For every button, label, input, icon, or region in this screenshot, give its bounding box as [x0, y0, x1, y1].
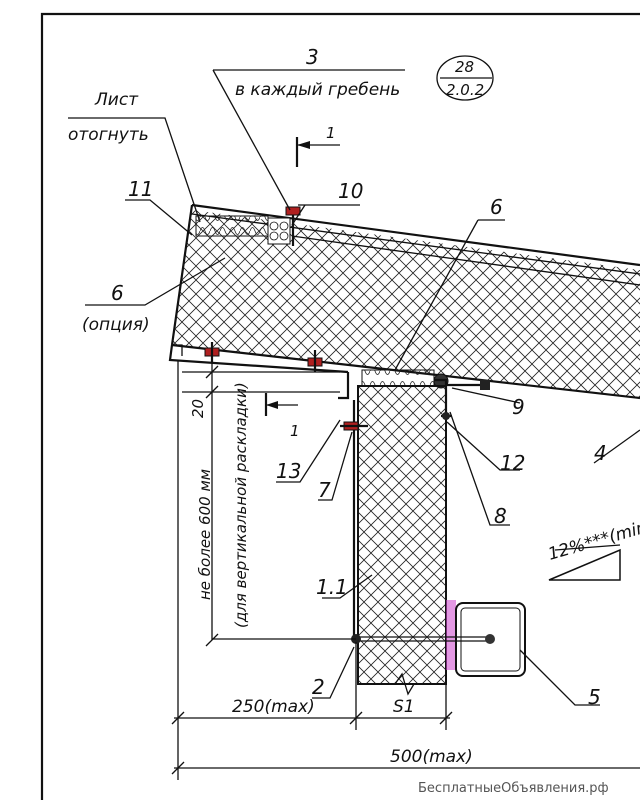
label-9: 9	[512, 395, 525, 419]
label-2: 2	[312, 675, 325, 699]
sheet-ref-top: 28	[455, 58, 474, 76]
fasteners	[204, 206, 490, 644]
section-mark-top	[295, 137, 340, 167]
label-3: 3	[306, 45, 319, 69]
dim-250: 250(max)	[232, 697, 315, 717]
label-12: 12	[500, 451, 525, 475]
dimensions	[171, 360, 640, 780]
label-7: 7	[318, 478, 331, 502]
label-10: 10	[338, 179, 363, 203]
fastener-ridge	[285, 206, 301, 246]
fastener-angle	[441, 380, 490, 420]
label-5: 5	[588, 685, 601, 709]
section-label-bottom: 1	[290, 422, 300, 440]
sheet-reference	[436, 55, 494, 101]
drawing-frame	[40, 12, 640, 800]
watermark: БесплатныеОбъявления.рф	[418, 781, 609, 796]
slope-label: 12%***(min)	[546, 516, 640, 565]
label-option: (опция)	[82, 315, 150, 335]
dim-500: 500(max)	[390, 747, 473, 767]
dim-s1: S1	[393, 697, 415, 717]
label-4: 4	[594, 441, 607, 465]
fastener-eave-mid	[307, 350, 323, 372]
slope-triangle	[548, 544, 621, 581]
section-label-top: 1	[326, 124, 336, 142]
roof-panel	[168, 203, 640, 400]
wall-panel	[357, 385, 456, 696]
section-mark-bottom	[264, 393, 298, 416]
label-6-left: 6	[111, 281, 124, 305]
label-sheet-line1: Лист	[94, 90, 139, 110]
dim-20: 20	[189, 399, 207, 418]
label-1-1: 1.1	[316, 575, 348, 599]
label-6-top: 6	[490, 195, 503, 219]
fastener-wall	[340, 421, 368, 431]
support-beam	[356, 602, 526, 677]
vertical-note-1: не более 600 мм	[196, 469, 214, 600]
label-8: 8	[494, 504, 507, 528]
label-sheet-line2: отогнуть	[68, 125, 149, 145]
fastener-eave-left	[204, 342, 220, 362]
label-13: 13	[276, 459, 301, 483]
leader-lines	[68, 69, 640, 706]
ridge-insulation	[195, 215, 291, 245]
label-every-ridge: в каждый гребень	[235, 80, 400, 100]
vertical-note-2: (для вертикальной раскладки)	[232, 382, 250, 628]
label-11: 11	[128, 177, 153, 201]
sheet-ref-bottom: 2.0.2	[446, 81, 484, 99]
